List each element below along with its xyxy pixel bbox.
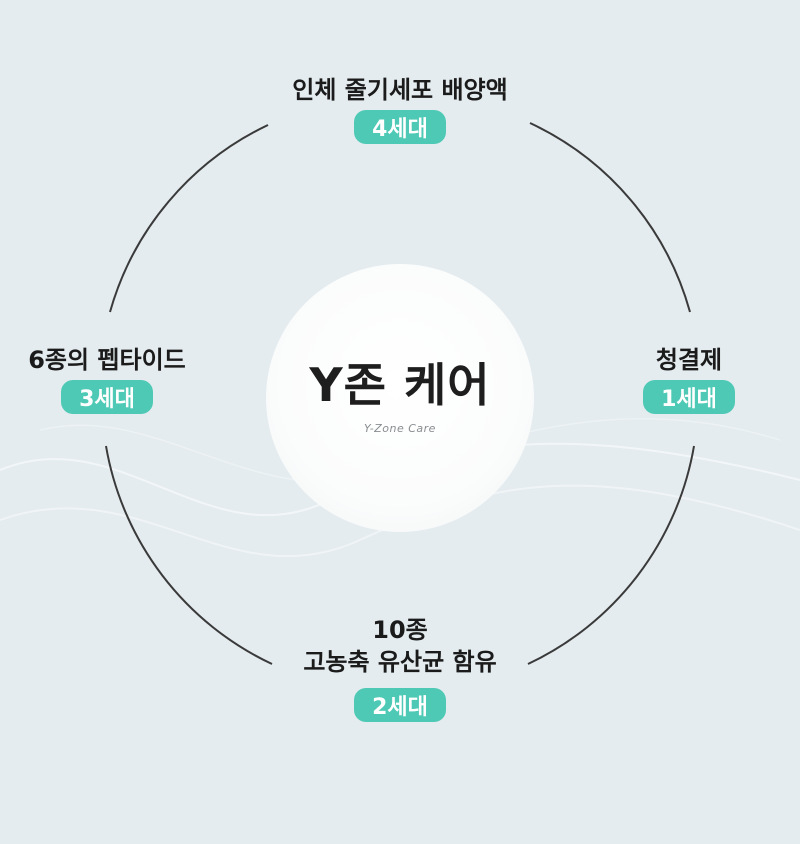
node-label: 6종의 펩타이드 <box>28 346 186 374</box>
generation-badge: 1세대 <box>643 380 735 414</box>
center-title: Y존 케어 <box>309 357 491 412</box>
ring-arc-top-left <box>109 124 269 313</box>
node-generation-2: 10종 고농축 유산균 함유 2세대 <box>250 614 550 722</box>
generation-badge: 2세대 <box>354 688 446 722</box>
generation-badge: 4세대 <box>354 110 446 144</box>
node-label: 인체 줄기세포 배양액 <box>292 76 508 104</box>
node-label-line-1: 10종 <box>372 616 428 644</box>
node-generation-1: 청결제 1세대 <box>604 344 774 414</box>
node-generation-3: 6종의 펩타이드 3세대 <box>0 344 214 414</box>
node-label: 청결제 <box>655 346 723 374</box>
node-label-line-2: 고농축 유산균 함유 <box>303 648 497 676</box>
center-subtitle: Y-Zone Care <box>364 421 436 435</box>
ring-arc-bottom-right <box>527 445 695 665</box>
ring-arc-top-right <box>529 122 691 313</box>
center-circle: Y존 케어 Y-Zone Care <box>266 264 534 532</box>
generation-badge: 3세대 <box>61 380 153 414</box>
node-generation-4: 인체 줄기세포 배양액 4세대 <box>250 74 550 144</box>
ring-arc-bottom-left <box>105 445 273 665</box>
